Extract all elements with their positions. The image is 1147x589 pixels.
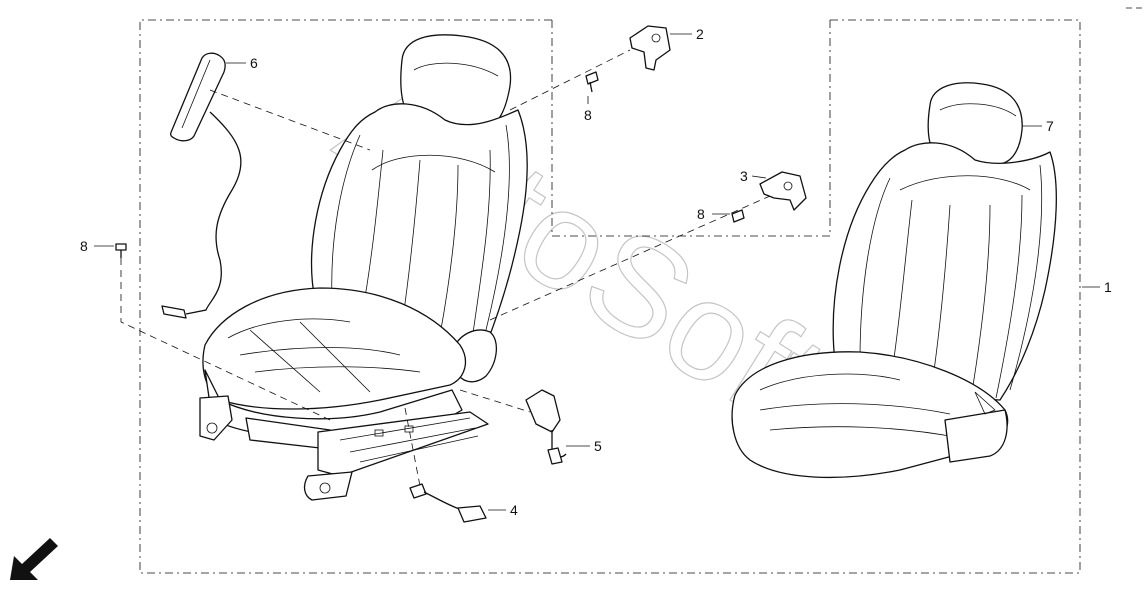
- callout-8-middle: 8: [697, 206, 705, 222]
- callouts: 1 2 3 4 5 6 7 8 8 8: [80, 26, 1112, 518]
- seat-belt-buckle: [525, 389, 567, 465]
- headrest-guide-bracket-lower: [759, 171, 807, 211]
- assembly-frame: [139, 19, 1081, 574]
- bolts: [115, 71, 745, 258]
- callout-3: 3: [740, 168, 748, 184]
- seat-wire-harness: [409, 483, 487, 523]
- assembly-guide-lines: [120, 49, 771, 487]
- right-seat-side: [944, 409, 1008, 463]
- callout-7: 7: [1046, 118, 1054, 134]
- left-seat-exploded: [199, 34, 528, 501]
- side-airbag-module: [161, 52, 242, 319]
- callout-8-left: 8: [80, 238, 88, 254]
- callout-8-upper: 8: [584, 107, 592, 123]
- arrow-down-left-icon: [10, 538, 58, 580]
- callout-leaders: [94, 33, 1100, 511]
- callout-2: 2: [696, 26, 704, 42]
- callout-1: 1: [1104, 279, 1112, 295]
- callout-5: 5: [594, 438, 602, 454]
- callout-6: 6: [250, 55, 258, 71]
- right-seat-assembly: [731, 82, 1057, 479]
- left-seat-rails: [199, 395, 489, 501]
- left-backrest: [310, 103, 528, 349]
- callout-4: 4: [510, 502, 518, 518]
- headrest-guide-bracket-upper: [629, 25, 671, 71]
